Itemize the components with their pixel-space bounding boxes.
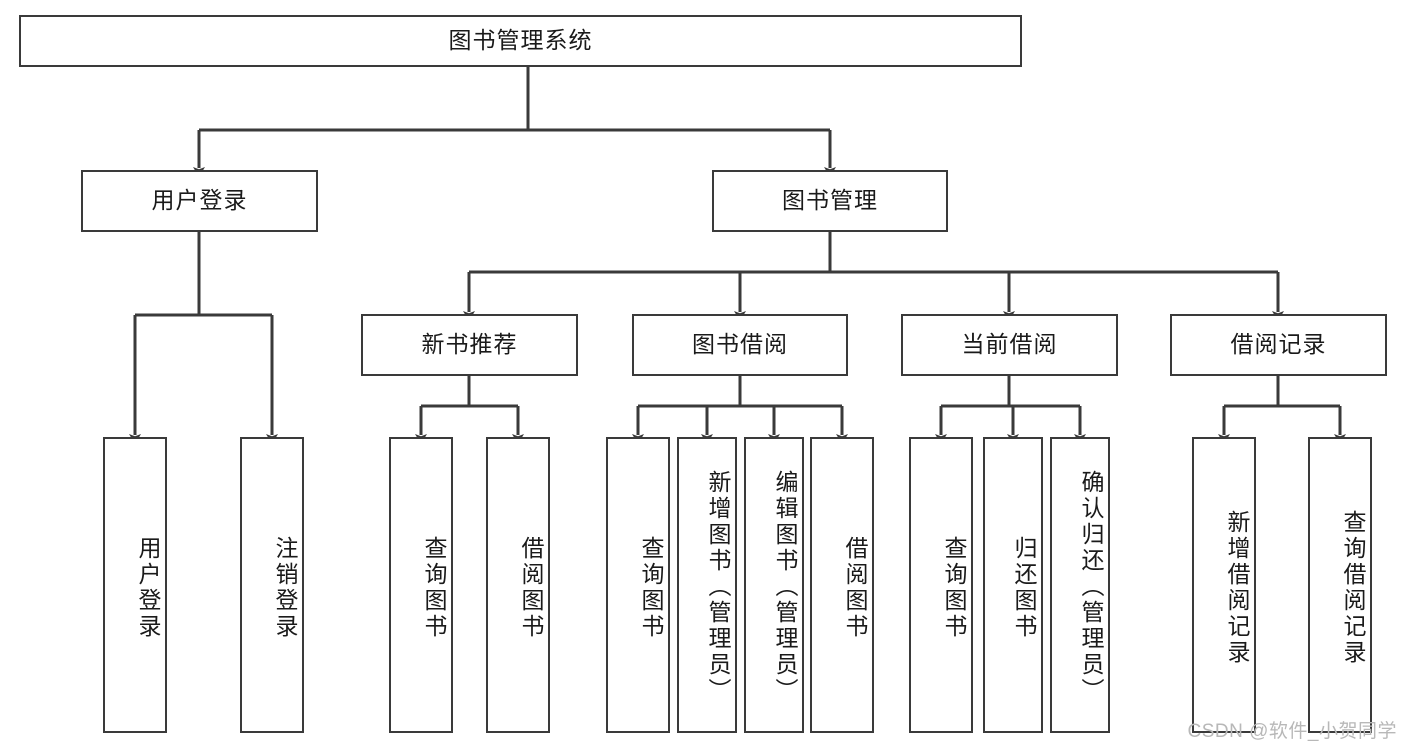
node-label-user-login: 用户登录 [151, 187, 248, 214]
node-book-borrow[interactable]: 图书借阅 [632, 314, 848, 376]
node-label-leaf-query-book-3: 查询图书 [941, 536, 967, 640]
node-leaf-user-login[interactable]: 用户登录 [103, 437, 167, 733]
node-label-leaf-add-borrow-record: 新增借阅记录 [1224, 510, 1250, 666]
node-label-leaf-add-book-admin: 新增图书（管理员） [705, 470, 731, 704]
node-label-leaf-query-book-1: 查询图书 [421, 536, 447, 640]
node-label-leaf-confirm-return-admin: 确认归还（管理员） [1078, 470, 1104, 704]
node-label-leaf-logout: 注销登录 [272, 536, 298, 640]
node-new-book-recommend[interactable]: 新书推荐 [361, 314, 578, 376]
node-leaf-borrow-book-1[interactable]: 借阅图书 [486, 437, 550, 733]
node-label-book-borrow: 图书借阅 [692, 331, 788, 358]
node-label-leaf-borrow-book-2: 借阅图书 [842, 536, 868, 640]
node-root[interactable]: 图书管理系统 [19, 15, 1022, 67]
node-borrow-record[interactable]: 借阅记录 [1170, 314, 1387, 376]
node-label-leaf-query-borrow-record: 查询借阅记录 [1340, 510, 1366, 666]
watermark-text: CSDN @软件_小贺同学 [1187, 721, 1397, 742]
node-leaf-query-book-1[interactable]: 查询图书 [389, 437, 453, 733]
node-label-leaf-borrow-book-1: 借阅图书 [518, 536, 544, 640]
node-leaf-add-book-admin[interactable]: 新增图书（管理员） [677, 437, 737, 733]
node-label-leaf-return-book: 归还图书 [1011, 536, 1037, 640]
node-label-borrow-record: 借阅记录 [1230, 331, 1327, 358]
node-label-leaf-user-login: 用户登录 [135, 536, 161, 640]
node-label-leaf-query-book-2: 查询图书 [638, 536, 664, 640]
node-leaf-query-borrow-record[interactable]: 查询借阅记录 [1308, 437, 1372, 733]
node-label-book-manage: 图书管理 [782, 187, 878, 214]
node-leaf-confirm-return-admin[interactable]: 确认归还（管理员） [1050, 437, 1110, 733]
node-leaf-return-book[interactable]: 归还图书 [983, 437, 1043, 733]
node-user-login[interactable]: 用户登录 [81, 170, 318, 232]
node-label-new-book-recommend: 新书推荐 [421, 331, 518, 358]
node-leaf-logout[interactable]: 注销登录 [240, 437, 304, 733]
node-book-manage[interactable]: 图书管理 [712, 170, 948, 232]
node-leaf-edit-book-admin[interactable]: 编辑图书（管理员） [744, 437, 804, 733]
node-leaf-add-borrow-record[interactable]: 新增借阅记录 [1192, 437, 1256, 733]
node-leaf-borrow-book-2[interactable]: 借阅图书 [810, 437, 874, 733]
node-label-leaf-edit-book-admin: 编辑图书（管理员） [772, 470, 798, 704]
node-leaf-query-book-3[interactable]: 查询图书 [909, 437, 973, 733]
node-label-root: 图书管理系统 [448, 27, 593, 54]
node-leaf-query-book-2[interactable]: 查询图书 [606, 437, 670, 733]
node-current-borrow[interactable]: 当前借阅 [901, 314, 1118, 376]
node-label-current-borrow: 当前借阅 [961, 331, 1058, 358]
